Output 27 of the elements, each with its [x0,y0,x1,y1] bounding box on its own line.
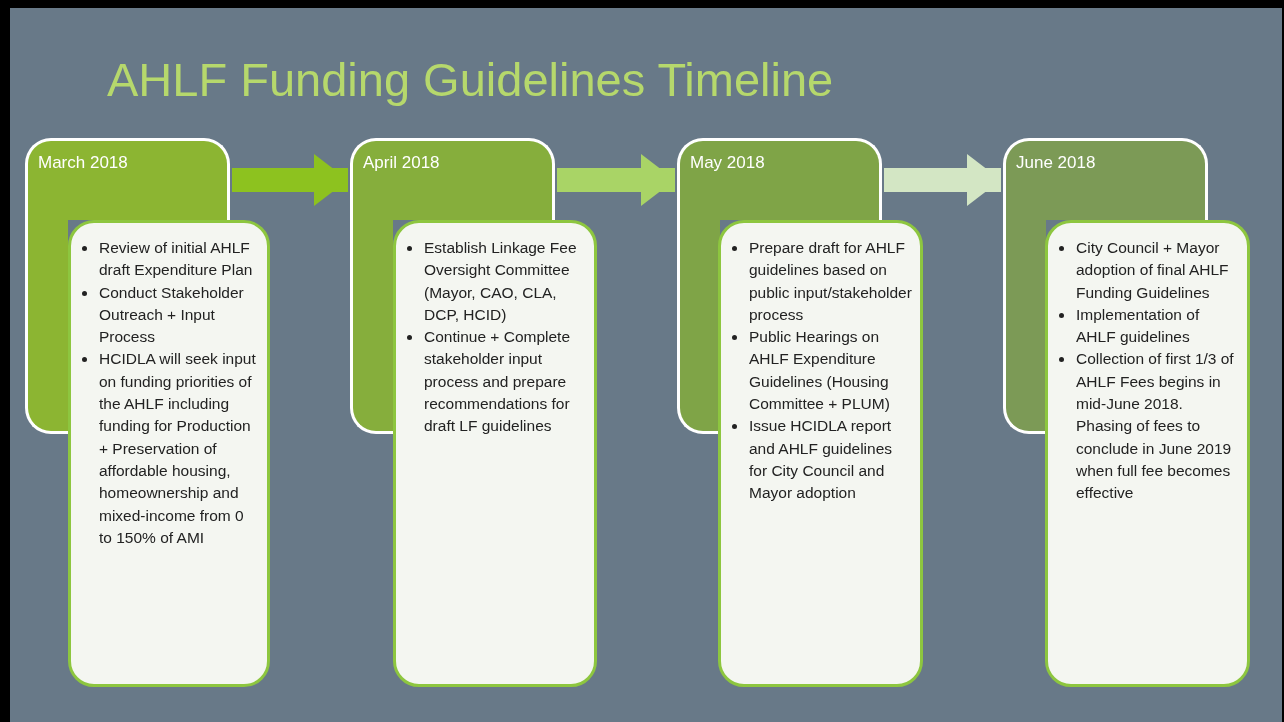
bullet-item: HCIDLA will seek input on funding priorities of the AHLF including funding for Production + Preservation of affordable housing, homeownership and mixed-income from 0 to 150% of AMI [79,348,259,550]
arrow [557,154,675,206]
arrow [884,154,1001,206]
task-list-box [1045,220,1250,687]
bullet-item: Review of initial AHLF draft Expenditure Plan [79,237,259,282]
bullet-item: Prepare draft for AHLF guidelines based on public input/stakeholder process [729,237,912,327]
bullet-item: Establish Linkage Fee Oversight Committee (Mayor, CAO, CLA, DCP, HCID) [404,237,586,327]
bullet-item: Conduct Stakeholder Outreach + Input Process [79,281,259,349]
task-list-box [718,220,923,687]
bullet-item: Collection of first 1/3 of AHLF Fees begins in mid-June 2018. Phasing of fees to conclude in June 2019 when full fee becomes effective [1056,348,1239,505]
month-heading: March 2018 [38,153,129,173]
arrow [232,154,348,206]
month-box [350,138,555,220]
month-box [1003,138,1208,220]
bullet-item: Issue HCIDLA report and AHLF guidelines for City Council and Mayor adoption [729,415,912,505]
bullet-item: Continue + Complete stakeholder input process and prepare recommendations for draft LF guidelines [404,326,586,438]
bullet-item: Public Hearings on AHLF Expenditure Guidelines (Housing Committee + PLUM) [729,326,912,416]
bullet-item: Implementation of AHLF guidelines [1056,303,1239,349]
month-box [677,138,882,220]
task-list-box [393,220,597,687]
month-heading: May 2018 [690,153,766,173]
month-heading: June 2018 [1016,153,1097,173]
slide-title: AHLF Funding Guidelines Timeline [107,52,834,107]
month-box [25,138,230,220]
task-list-box [68,220,270,687]
bullet-item: City Council + Mayor adoption of final AHLF Funding Guidelines [1056,237,1239,304]
month-heading: April 2018 [363,153,441,173]
